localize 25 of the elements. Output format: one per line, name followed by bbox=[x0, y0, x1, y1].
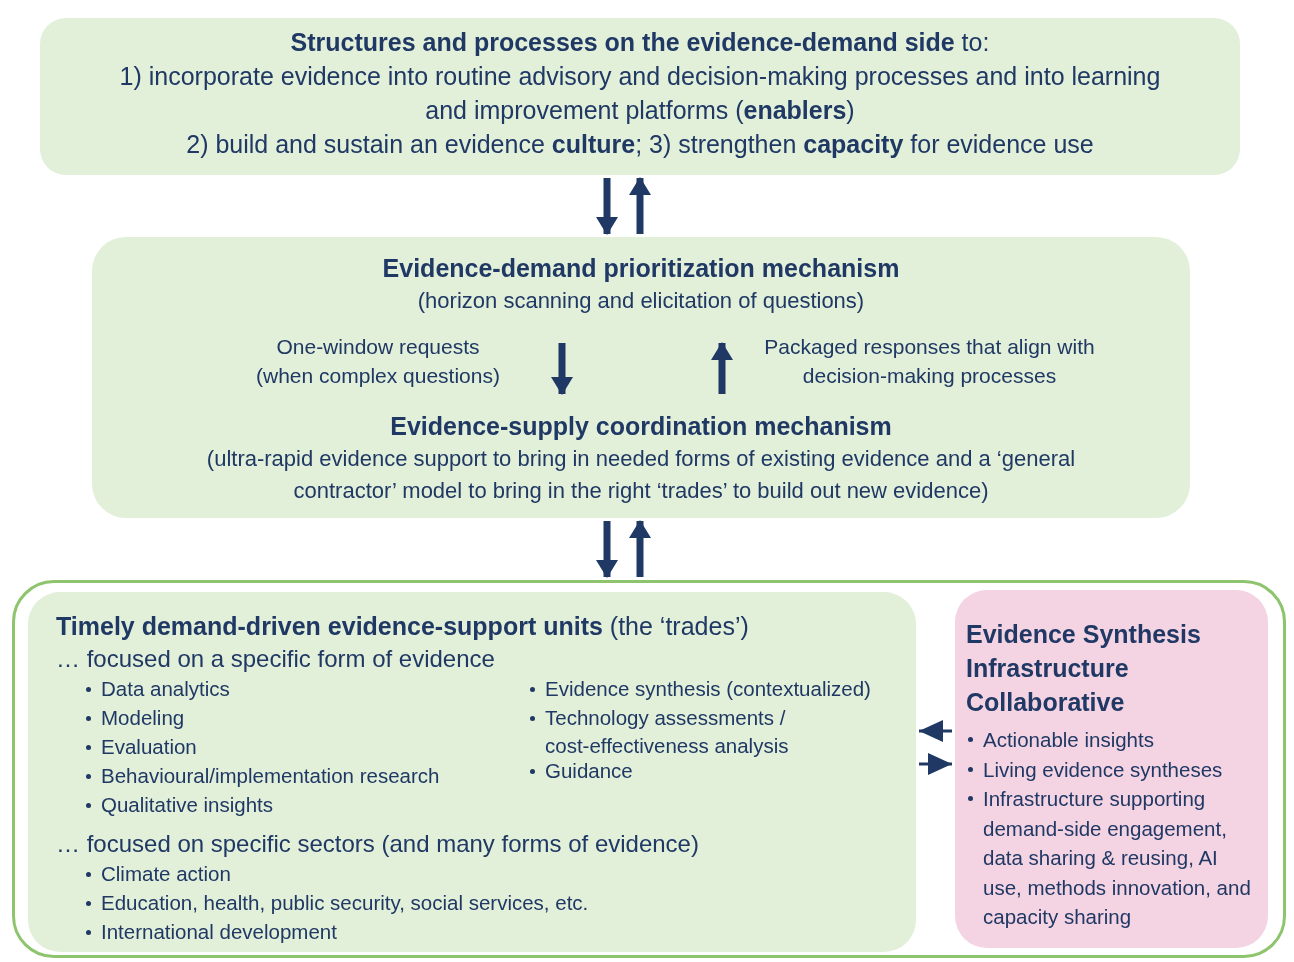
statement-text: 1) incorporate evidence into routine advisory and decision-making processes and into learning and improvement platforms (enablers) bbox=[118, 61, 1162, 126]
subheading-text: … focused on a specific form of evidence bbox=[56, 644, 495, 674]
bullet-item: Actionable insights bbox=[966, 725, 1252, 755]
description-text: (horizon scanning and elicitation of questions) bbox=[416, 287, 866, 315]
statement-text: Structures and processes on the evidence-demand side to: bbox=[289, 27, 991, 58]
bullet-item: Infrastructure supporting demand-side engagement, data sharing & reusing, AI use, methods innovation, and capacity sharing bbox=[966, 784, 1252, 932]
bullet-item: Qualitative insights bbox=[84, 791, 541, 819]
heading-text: Evidence Synthesis Infrastructure Collaborative bbox=[966, 619, 1202, 718]
outer-panel bbox=[12, 580, 1286, 958]
bullet-item: Education, health, public security, social services, etc. bbox=[84, 889, 801, 917]
heading-text: Timely demand-driven evidence-support units (the ‘trades’) bbox=[56, 611, 749, 642]
bullet-item: International development bbox=[84, 918, 801, 946]
description-text: (ultra-rapid evidence support to bring in needed forms of existing evidence and a ‘general contractor’ model to bring in the right ‘trades’ to build out new evidence) bbox=[205, 445, 1077, 505]
subheading-text: … focused on specific sectors (and many forms of evidence) bbox=[56, 829, 699, 859]
content-panel bbox=[955, 590, 1268, 948]
bullet-item: Climate action bbox=[84, 860, 801, 888]
triangle-arrow bbox=[919, 753, 952, 775]
heading-text: Evidence-demand prioritization mechanism bbox=[381, 253, 901, 284]
mechanism-panel bbox=[92, 237, 1190, 518]
heading-text: Evidence-supply coordination mechanism bbox=[389, 411, 893, 442]
triangle-arrow bbox=[919, 720, 952, 742]
text-panel bbox=[40, 18, 1240, 175]
content-panel bbox=[28, 592, 916, 952]
statement-text: 2) build and sustain an evidence culture; 3) strengthen capacity for evidence use bbox=[185, 129, 1095, 160]
bullet-item: Living evidence syntheses bbox=[966, 754, 1252, 784]
